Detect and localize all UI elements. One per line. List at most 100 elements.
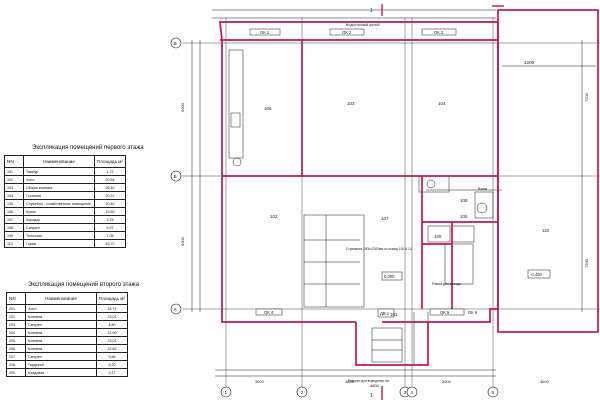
room-number: 107 bbox=[381, 216, 389, 221]
axis-number: 3 bbox=[404, 390, 407, 396]
room-name: Кухня bbox=[23, 207, 95, 216]
room-name: Холл bbox=[25, 304, 97, 313]
room-name: Комната bbox=[25, 336, 97, 345]
room-area: 19,60 bbox=[94, 207, 126, 216]
window-tag: ОК 2 bbox=[342, 30, 352, 35]
room-area: 20,54 bbox=[94, 175, 126, 184]
window-frames bbox=[249, 28, 465, 318]
stair-note: Стремянка 1500х2300мм по эскизу 100 А 14 bbox=[346, 247, 412, 251]
plan-notes: Водосточный желоб Стремянка 1500х2300мм … bbox=[346, 23, 551, 383]
room-code: 110 bbox=[4, 239, 24, 248]
room-code: 202 bbox=[6, 312, 26, 321]
col-name: Наименование bbox=[25, 292, 97, 305]
room-name: Кладовая bbox=[25, 368, 97, 377]
room-name: Санузел bbox=[23, 223, 95, 232]
room-name: Санузел bbox=[25, 320, 97, 329]
room-area: 16,74 bbox=[96, 304, 128, 313]
room-number: 106 bbox=[264, 106, 272, 111]
room-code: 103 bbox=[4, 183, 24, 192]
window-tag: ОК 3 bbox=[434, 30, 444, 35]
section-marks: 1 1 bbox=[370, 4, 504, 400]
room-name: Гараж bbox=[23, 239, 95, 248]
room-area: 3,17 bbox=[96, 368, 128, 377]
room-code: 102 bbox=[4, 175, 24, 184]
window-tag: ОК 6 bbox=[468, 310, 478, 315]
room-area: 22,62 bbox=[96, 344, 128, 353]
window-tags: ОК 1 ОК 2 ОК 3 ОК 4 ОК 5 ОК 6 ДВ 1 bbox=[260, 30, 478, 316]
room-area: 1,72 bbox=[94, 167, 126, 176]
room-name: Комната bbox=[25, 328, 97, 337]
room-area: 5,86 bbox=[96, 352, 128, 361]
room-area: 4,80 bbox=[96, 320, 128, 329]
room-numbers: 101 102 103 104 105 106 107 108 109 110 bbox=[264, 101, 550, 317]
room-area: 26,40 bbox=[94, 183, 126, 192]
window-tag: ОК 5 bbox=[440, 310, 450, 315]
axis-letter: А bbox=[174, 307, 178, 313]
dim-garage: 4200 bbox=[524, 60, 535, 65]
room-area: 7,05 bbox=[94, 231, 126, 240]
room-area: 6,20 bbox=[96, 360, 128, 369]
room-area: 20,40 bbox=[94, 199, 126, 208]
room-code: 207 bbox=[6, 352, 26, 361]
room-code: 201 bbox=[6, 304, 26, 313]
ramp-note: Рампа для въезда bbox=[432, 282, 461, 286]
window-tag: ОК 4 bbox=[264, 310, 274, 315]
room-code: 108 bbox=[4, 223, 24, 232]
room-area: 23,01 bbox=[96, 312, 128, 321]
room-number: 105 bbox=[460, 214, 468, 219]
section-mark-bottom: 1 bbox=[370, 393, 373, 399]
room-name: Гардероб bbox=[25, 360, 97, 369]
second-floor-title: Экспликация помещений второго этажа bbox=[28, 282, 139, 288]
room-area: 23,01 bbox=[96, 336, 128, 345]
first-floor-title: Экспликация помещений первого этажа bbox=[32, 145, 144, 151]
room-name: Санузел bbox=[25, 352, 97, 361]
room-number: 101 bbox=[390, 312, 398, 317]
room-area: 3,75 bbox=[94, 215, 126, 224]
room-name: Служебно - хозяйственное помещение bbox=[23, 199, 95, 208]
gutter-note: Водосточный желоб bbox=[346, 23, 380, 27]
room-name: Холл bbox=[23, 175, 95, 184]
section-mark-top: 1 bbox=[370, 8, 373, 14]
room-code: 109 bbox=[4, 231, 24, 240]
dim-bottom: 3000 bbox=[442, 379, 452, 384]
room-number: 108 bbox=[460, 198, 468, 203]
axis-number: 4 bbox=[411, 390, 414, 396]
room-name: Комната bbox=[25, 344, 97, 353]
room-code: 206 bbox=[6, 344, 26, 353]
dim-left: 6000 bbox=[180, 236, 185, 246]
dimension-lines bbox=[191, 9, 596, 377]
window-tag: ОК 1 bbox=[260, 30, 270, 35]
room-code: 208 bbox=[6, 360, 26, 369]
col-nn: NN bbox=[4, 155, 24, 168]
room-name: Топочная bbox=[23, 231, 95, 240]
axis-lines bbox=[182, 18, 600, 390]
col-nn: NN bbox=[6, 292, 26, 305]
dim-right: 7200 bbox=[584, 258, 589, 268]
level-mark: 0,000 bbox=[384, 274, 395, 279]
room-code: 105 bbox=[4, 199, 24, 208]
garage-outline bbox=[497, 9, 599, 333]
room-code: 101 bbox=[4, 167, 24, 176]
room-name: Тамбур bbox=[23, 167, 95, 176]
room-number: 104 bbox=[438, 101, 446, 106]
bath-tag: Ванна bbox=[478, 187, 487, 191]
axis-letter: Б bbox=[174, 174, 177, 180]
col-area: Площадь м² bbox=[94, 155, 126, 168]
garage-level-mark: -0,450 bbox=[530, 272, 543, 277]
dimension-labels: 4200 4800 3600 4800 3000 3600 6000 6000 … bbox=[180, 60, 589, 388]
